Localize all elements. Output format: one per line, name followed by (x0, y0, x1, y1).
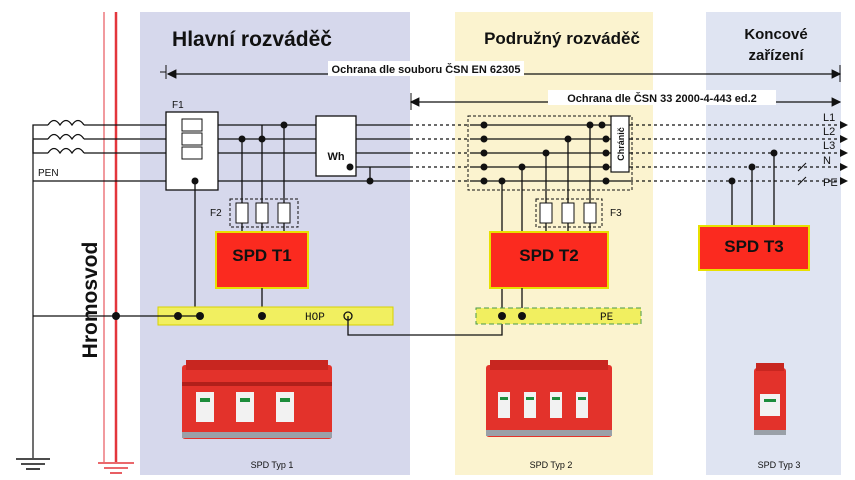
spd-type3-product-image (754, 363, 786, 435)
line-arrows (840, 121, 848, 185)
conductor-l3: L3 (823, 140, 835, 152)
hop-open-dot (343, 311, 353, 321)
lightning-label: Hromosvod (79, 242, 102, 359)
energy-meter-label: Wh (327, 151, 344, 163)
wide-protection-label-bg (328, 61, 524, 76)
spd-t2-label: SPD T2 (519, 246, 579, 265)
product-t1-label: SPD Typ 1 (251, 460, 294, 470)
lightning-label-group: Hromosvod (79, 242, 102, 359)
spd-type1-product-image (182, 360, 332, 439)
transformer-coils (47, 119, 85, 155)
product-t3-label: SPD Typ 3 (758, 460, 801, 470)
conductor-pe: PE (823, 177, 838, 189)
conductor-n: N (823, 155, 831, 167)
spd2-fuse-group (535, 198, 603, 228)
hop-to-pe-link (347, 316, 503, 336)
earth-icon (16, 458, 50, 470)
conductor-l2: L2 (823, 126, 835, 138)
pe-bar (475, 307, 642, 325)
sub-panel-title: Podružný rozváděč (484, 29, 640, 48)
hop-bar-label: HOP (305, 312, 325, 324)
spd-t2-box (489, 231, 609, 289)
spd-type2-product-image (486, 360, 612, 437)
end-panel-title-line2: zařízení (748, 47, 804, 64)
product-t2-label: SPD Typ 2 (530, 460, 573, 470)
main-fuse-label: F1 (172, 100, 184, 111)
main-panel-title: Hlavní rozváděč (172, 28, 332, 51)
spd-t1-box (215, 231, 309, 289)
spd-t1-label: SPD T1 (232, 246, 292, 265)
rcd-label-group: Chránič (616, 127, 626, 161)
spd-t3-label: SPD T3 (724, 237, 784, 256)
spd3-taps (731, 153, 775, 226)
sub-junction-dots (480, 121, 610, 185)
spd1-fuse-label: F2 (210, 208, 222, 219)
end-device-tap-symbols (797, 162, 807, 186)
pe-dots (498, 312, 526, 320)
source-wires (32, 124, 410, 182)
spd3-dots (728, 149, 778, 185)
pen-label: PEN (38, 168, 59, 179)
spd1-fuse-group (229, 198, 299, 228)
rcd-label: Chránič (616, 127, 626, 161)
conductor-l1: L1 (823, 112, 835, 124)
hop-dots (112, 312, 266, 320)
lightning-earth-icon (98, 462, 134, 474)
rcd-box (610, 115, 630, 173)
narrow-protection-label: Ochrana dle ČSN 33 2000-4-443 ed.2 (567, 92, 757, 105)
end-panel-title-line1: Koncové (744, 26, 807, 43)
main-junction-dots (191, 121, 374, 185)
wide-protection-label: Ochrana dle souboru ČSN EN 62305 (332, 63, 521, 76)
spd1-fuses (235, 202, 291, 224)
spd2-fuses (539, 202, 597, 224)
sub-busbar-frame (467, 115, 633, 191)
spd2-fuse-label: F3 (610, 208, 622, 219)
spd-t3-box (698, 225, 810, 271)
narrow-protection-label-bg (548, 90, 776, 105)
pe-bar-label: PE (600, 312, 614, 324)
main-fuse-elements (181, 118, 203, 160)
